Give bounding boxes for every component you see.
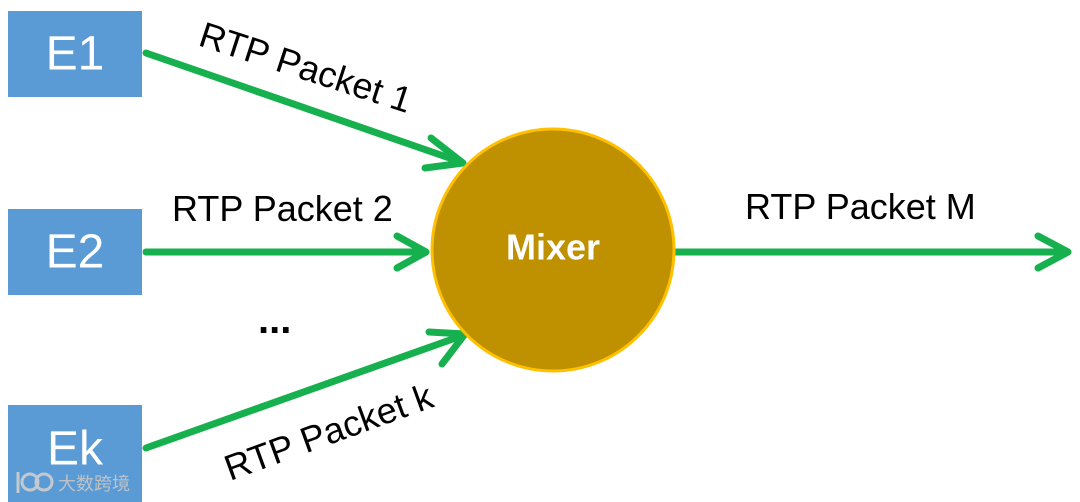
endpoint-e2: E2 <box>8 209 142 295</box>
endpoint-ek-box <box>8 405 142 502</box>
watermark-text: 大数跨境 <box>58 474 130 495</box>
arrowhead-e2-to-mixer <box>393 232 430 272</box>
arrow-ek-to-mixer <box>142 331 468 452</box>
label-rtp-packet-2: RTP Packet 2 <box>172 188 393 229</box>
endpoint-e1-label: E1 <box>46 28 105 81</box>
arrow-e1-to-mixer <box>142 49 465 166</box>
endpoint-e2-label: E2 <box>46 226 105 279</box>
arrowhead-e1-to-mixer <box>421 134 467 172</box>
mixer-circle <box>430 127 676 373</box>
arrowhead-mixer-to-output <box>1034 232 1072 272</box>
mixer-label: Mixer <box>506 227 600 268</box>
endpoint-ek: Ek <box>8 405 142 502</box>
endpoint-e2-box <box>8 209 142 295</box>
watermark: 大数跨境 <box>16 472 130 495</box>
watermark-logo-icon <box>16 472 54 493</box>
label-rtp-packet-m: RTP Packet M <box>745 186 976 227</box>
endpoint-ek-label: Ek <box>47 423 104 476</box>
label-rtp-packet-k: RTP Packet k <box>219 375 440 489</box>
ellipsis: ... <box>258 298 291 342</box>
mixer-node: Mixer <box>430 127 676 373</box>
endpoint-e1-box <box>8 11 142 97</box>
endpoint-e1: E1 <box>8 11 142 97</box>
